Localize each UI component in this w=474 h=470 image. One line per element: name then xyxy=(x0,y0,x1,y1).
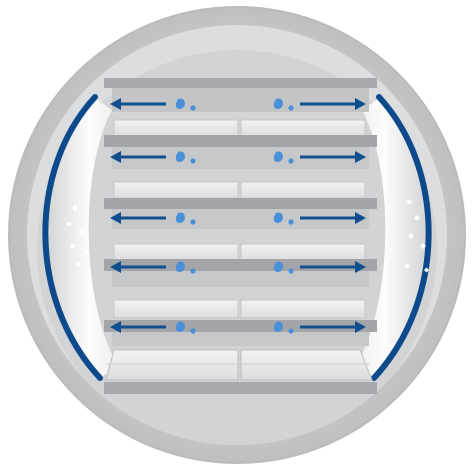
cabinet xyxy=(104,78,377,394)
arrow-left-icon xyxy=(110,261,166,273)
tray xyxy=(240,299,366,319)
drawer-left xyxy=(105,349,239,381)
shelf-2-band xyxy=(112,147,369,169)
top-slab xyxy=(104,78,377,88)
tray xyxy=(240,243,366,261)
tray xyxy=(113,119,239,137)
water-droplet-icon xyxy=(273,321,294,334)
water-droplet-icon xyxy=(175,151,196,164)
tray xyxy=(113,299,239,319)
water-droplet-icon xyxy=(175,261,196,274)
base-slab xyxy=(104,382,377,394)
sparkle-icon xyxy=(414,215,420,221)
sparkle-icon xyxy=(78,229,84,235)
water-droplet-icon xyxy=(273,98,294,111)
water-droplet-icon xyxy=(175,98,196,111)
sparkle-icon xyxy=(76,261,82,267)
right-sparkles xyxy=(404,199,429,273)
droplets xyxy=(175,98,294,334)
sparkle-icon xyxy=(420,243,426,249)
arrow-right-icon xyxy=(300,151,366,163)
sparkle-icon xyxy=(424,267,429,273)
arrow-right-icon xyxy=(300,321,366,333)
shelf-3-plate xyxy=(104,198,377,209)
shelf-4-band xyxy=(112,271,369,287)
water-droplet-icon xyxy=(273,261,294,274)
arrow-left-icon xyxy=(110,151,166,163)
water-droplet-icon xyxy=(175,212,196,225)
left-sparkles xyxy=(66,205,89,267)
tray xyxy=(240,181,366,199)
sparkle-icon xyxy=(404,263,410,269)
sparkle-icon xyxy=(408,233,414,239)
right-arc xyxy=(371,94,432,381)
arrow-left-icon xyxy=(110,321,166,333)
water-droplet-icon xyxy=(175,321,196,334)
water-droplet-icon xyxy=(273,151,294,164)
sparkle-icon xyxy=(84,249,89,255)
tray xyxy=(113,243,239,261)
drawer-right xyxy=(240,349,373,381)
arrow-right-icon xyxy=(300,212,366,224)
left-arc xyxy=(42,94,103,381)
sparkle-icon xyxy=(66,221,72,227)
water-droplet-icon xyxy=(273,212,294,225)
shelf-3-band xyxy=(112,209,369,229)
arrow-left-icon xyxy=(110,212,166,224)
shelf-2-plate xyxy=(104,135,377,147)
arrow-left-icon xyxy=(110,98,166,110)
top-slab-front xyxy=(112,88,369,112)
airflow-arrows xyxy=(110,98,366,333)
shelf-5-band xyxy=(112,332,369,346)
left-airflow-glow xyxy=(46,96,119,378)
shelf-5-plate xyxy=(104,320,377,332)
tray xyxy=(113,181,239,199)
right-airflow-glow xyxy=(356,96,428,378)
tray xyxy=(240,119,366,137)
shelf-4-plate xyxy=(104,259,377,271)
arrow-right-icon xyxy=(300,261,366,273)
sparkle-icon xyxy=(72,205,78,211)
sparkle-icon xyxy=(70,243,76,249)
arrow-right-icon xyxy=(300,98,366,110)
sparkle-icon xyxy=(406,199,412,205)
